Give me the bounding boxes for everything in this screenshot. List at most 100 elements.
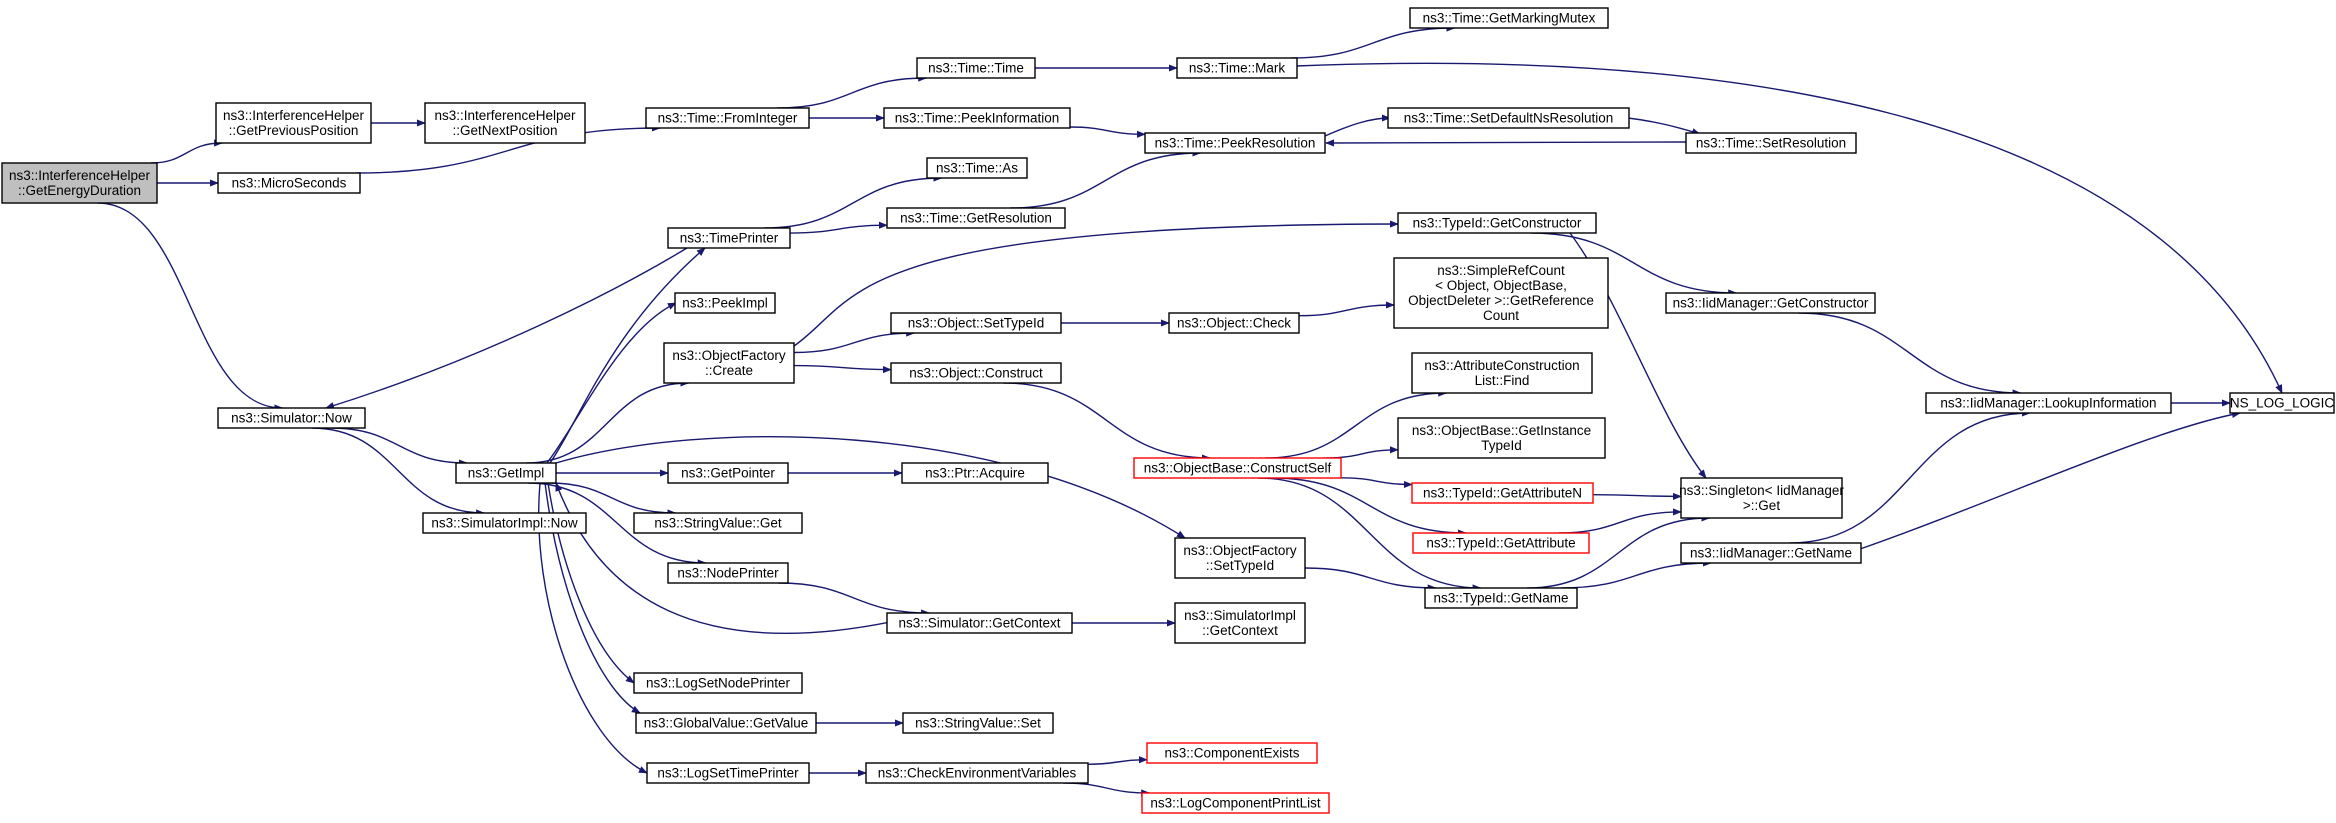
node-box[interactable] xyxy=(1144,132,1326,154)
node-simgetctx[interactable]: ns3::Simulator::GetContext xyxy=(886,612,1073,634)
node-nslog[interactable]: NS_LOG_LOGIC xyxy=(2229,392,2335,414)
node-ofsettypeid[interactable]: ns3::ObjectFactory::SetTypeId xyxy=(1174,537,1306,579)
node-peekimpl[interactable]: ns3::PeekImpl xyxy=(674,292,776,314)
node-tidgetattr[interactable]: ns3::TypeId::GetAttribute xyxy=(1412,532,1590,554)
node-getimpl[interactable]: ns3::GetImpl xyxy=(455,462,557,484)
node-box[interactable] xyxy=(674,292,776,314)
node-logsetnp[interactable]: ns3::LogSetNodePrinter xyxy=(633,672,803,694)
node-iidlookup[interactable]: ns3::IidManager::LookupInformation xyxy=(1925,392,2172,414)
node-box[interactable] xyxy=(1397,417,1606,459)
node-simplerefcount[interactable]: ns3::SimpleRefCount< Object, ObjectBase,… xyxy=(1393,257,1609,329)
node-logsettp[interactable]: ns3::LogSetTimePrinter xyxy=(646,762,810,784)
node-svget[interactable]: ns3::StringValue::Get xyxy=(633,512,803,534)
node-constructself[interactable]: ns3::ObjectBase::ConstructSelf xyxy=(1133,457,1342,479)
node-box[interactable] xyxy=(217,172,361,194)
node-box[interactable] xyxy=(663,342,795,384)
node-box[interactable] xyxy=(1424,587,1578,609)
node-box[interactable] xyxy=(1685,132,1857,154)
node-box[interactable] xyxy=(1387,107,1630,129)
node-box[interactable] xyxy=(1176,57,1298,79)
node-box[interactable] xyxy=(865,762,1089,784)
node-objcheck[interactable]: ns3::Object::Check xyxy=(1168,312,1300,334)
node-box[interactable] xyxy=(424,102,586,144)
node-box[interactable] xyxy=(633,512,803,534)
node-box[interactable] xyxy=(455,462,557,484)
node-checkenv[interactable]: ns3::CheckEnvironmentVariables xyxy=(865,762,1089,784)
node-box[interactable] xyxy=(215,102,372,144)
node-objconstruct[interactable]: ns3::Object::Construct xyxy=(890,362,1062,384)
node-box[interactable] xyxy=(883,107,1071,129)
node-ofcreate[interactable]: ns3::ObjectFactory::Create xyxy=(663,342,795,384)
node-iidgetctor[interactable]: ns3::IidManager::GetConstructor xyxy=(1665,292,1876,314)
node-simimplgetctx[interactable]: ns3::SimulatorImpl::GetContext xyxy=(1174,602,1306,644)
node-timeprinter[interactable]: ns3::TimePrinter xyxy=(667,227,791,249)
node-simnow[interactable]: ns3::Simulator::Now xyxy=(217,407,366,429)
node-box[interactable] xyxy=(886,612,1073,634)
node-setdefaultres[interactable]: ns3::Time::SetDefaultNsResolution xyxy=(1387,107,1630,129)
node-getprevpos[interactable]: ns3::InterferenceHelper::GetPreviousPosi… xyxy=(215,102,372,144)
node-simimplnow[interactable]: ns3::SimulatorImpl::Now xyxy=(422,512,587,534)
node-box[interactable] xyxy=(646,762,810,784)
node-box[interactable] xyxy=(1411,352,1593,394)
node-compexists[interactable]: ns3::ComponentExists xyxy=(1146,742,1318,764)
node-ptracquire[interactable]: ns3::Ptr::Acquire xyxy=(901,462,1049,484)
node-box[interactable] xyxy=(1,162,158,204)
node-tidgetctor[interactable]: ns3::TypeId::GetConstructor xyxy=(1397,212,1597,234)
node-box[interactable] xyxy=(926,157,1028,179)
node-box[interactable] xyxy=(1411,482,1594,504)
node-box[interactable] xyxy=(1680,477,1843,519)
node-fromint[interactable]: ns3::Time::FromInteger xyxy=(645,107,810,129)
node-root[interactable]: ns3::InterferenceHelper::GetEnergyDurati… xyxy=(1,162,158,204)
node-box[interactable] xyxy=(886,207,1066,229)
node-timetime[interactable]: ns3::Time::Time xyxy=(916,57,1036,79)
node-box[interactable] xyxy=(635,712,817,734)
node-tidgetname[interactable]: ns3::TypeId::GetName xyxy=(1424,587,1578,609)
node-box[interactable] xyxy=(1168,312,1300,334)
node-peekinfo[interactable]: ns3::Time::PeekInformation xyxy=(883,107,1071,129)
node-box[interactable] xyxy=(633,672,803,694)
node-getres[interactable]: ns3::Time::GetResolution xyxy=(886,207,1066,229)
node-timemark[interactable]: ns3::Time::Mark xyxy=(1176,57,1298,79)
node-box[interactable] xyxy=(902,712,1054,734)
node-box[interactable] xyxy=(1409,7,1609,29)
node-svset[interactable]: ns3::StringValue::Set xyxy=(902,712,1054,734)
node-box[interactable] xyxy=(1174,537,1306,579)
node-box[interactable] xyxy=(1680,542,1862,564)
node-box[interactable] xyxy=(1665,292,1876,314)
node-getpointer[interactable]: ns3::GetPointer xyxy=(667,462,789,484)
node-tidgetattrn[interactable]: ns3::TypeId::GetAttributeN xyxy=(1411,482,1594,504)
node-box[interactable] xyxy=(1925,392,2172,414)
node-box[interactable] xyxy=(1146,742,1318,764)
node-box[interactable] xyxy=(890,362,1062,384)
node-setypeid[interactable]: ns3::Object::SetTypeId xyxy=(890,312,1062,334)
node-peekres[interactable]: ns3::Time::PeekResolution xyxy=(1144,132,1326,154)
node-box[interactable] xyxy=(217,407,366,429)
node-logcompprint[interactable]: ns3::LogComponentPrintList xyxy=(1141,792,1330,814)
node-box[interactable] xyxy=(422,512,587,534)
node-box[interactable] xyxy=(1174,602,1306,644)
node-box[interactable] xyxy=(1412,532,1590,554)
node-box[interactable] xyxy=(1397,212,1597,234)
node-box[interactable] xyxy=(2229,392,2335,414)
node-microseconds[interactable]: ns3::MicroSeconds xyxy=(217,172,361,194)
node-box[interactable] xyxy=(1141,792,1330,814)
node-box[interactable] xyxy=(667,227,791,249)
node-box[interactable] xyxy=(645,107,810,129)
node-setres[interactable]: ns3::Time::SetResolution xyxy=(1685,132,1857,154)
node-singletonget[interactable]: ns3::Singleton< IidManager>::Get xyxy=(1679,477,1844,519)
node-getmarkingmutex[interactable]: ns3::Time::GetMarkingMutex xyxy=(1409,7,1609,29)
node-getnextpos[interactable]: ns3::InterferenceHelper::GetNextPosition xyxy=(424,102,586,144)
node-box[interactable] xyxy=(1133,457,1342,479)
node-box[interactable] xyxy=(1393,257,1609,329)
node-box[interactable] xyxy=(901,462,1049,484)
node-box[interactable] xyxy=(890,312,1062,334)
node-gvgetvalue[interactable]: ns3::GlobalValue::GetValue xyxy=(635,712,817,734)
node-box[interactable] xyxy=(667,562,789,584)
node-box[interactable] xyxy=(916,57,1036,79)
node-timeas[interactable]: ns3::Time::As xyxy=(926,157,1028,179)
node-box[interactable] xyxy=(667,462,789,484)
node-iidgetname[interactable]: ns3::IidManager::GetName xyxy=(1680,542,1862,564)
node-nodeprinter[interactable]: ns3::NodePrinter xyxy=(667,562,789,584)
